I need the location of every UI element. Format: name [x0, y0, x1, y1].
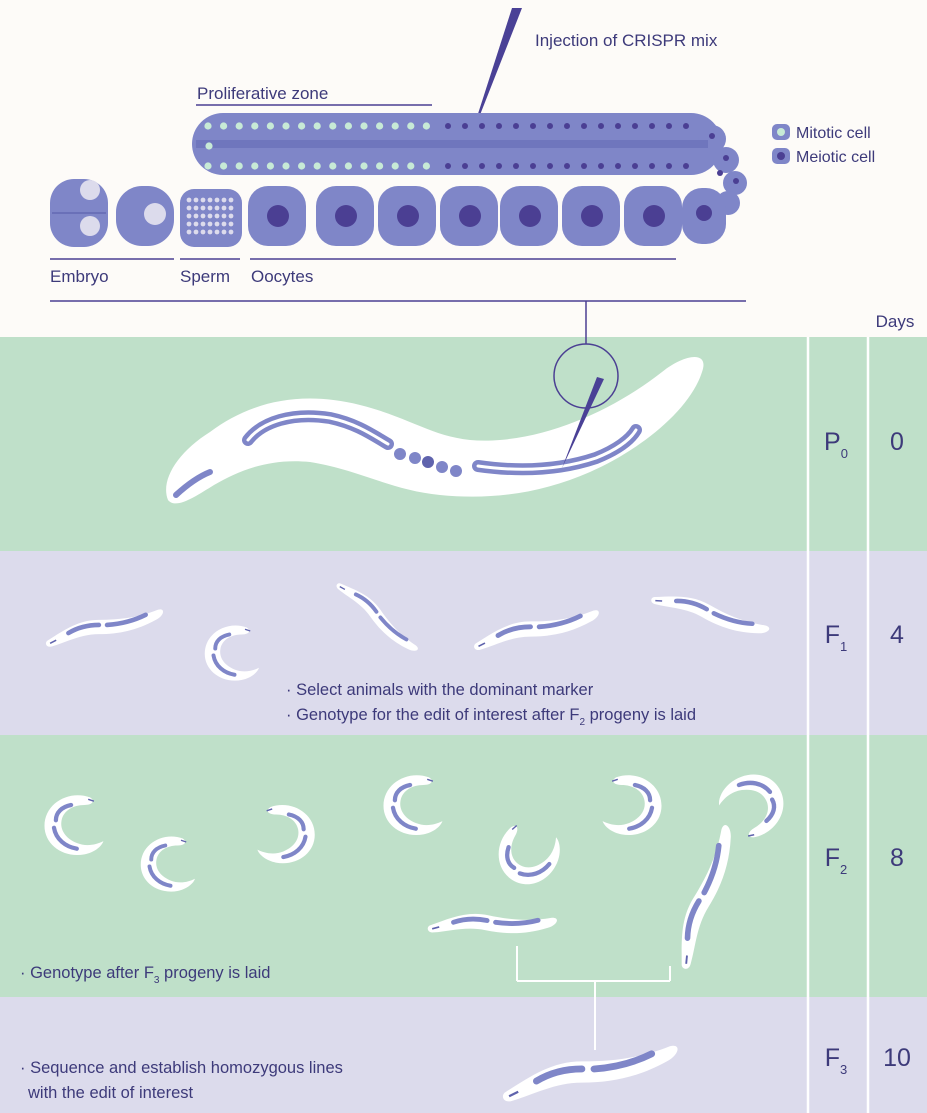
- embryo-label: Embryo: [50, 267, 109, 286]
- days-value-f2: 8: [890, 844, 904, 872]
- f1-note-select: · Select animals with the dominant marke…: [286, 681, 594, 699]
- proliferative-zone-label: Proliferative zone: [197, 84, 328, 103]
- legend-mitotic-label: Mitotic cell: [796, 125, 871, 142]
- days-value-f3: 10: [883, 1044, 911, 1072]
- f3-note-line2: with the edit of interest: [27, 1084, 194, 1102]
- legend-meiotic-label: Meiotic cell: [796, 149, 875, 166]
- sperm-label: Sperm: [180, 267, 230, 286]
- oocyte-cells: [248, 186, 726, 246]
- embryo-cells: [50, 179, 174, 247]
- days-value-p0: 0: [890, 428, 904, 456]
- oocytes-label: Oocytes: [251, 267, 313, 286]
- injection-label: Injection of CRISPR mix: [535, 31, 718, 50]
- sperm-cell: [180, 189, 242, 247]
- legend: Mitotic cell Meiotic cell: [772, 124, 875, 166]
- f2-band: [0, 735, 927, 997]
- days-header: Days: [876, 312, 915, 331]
- f3-note-line1: · Sequence and establish homozygous line…: [20, 1059, 343, 1077]
- days-value-f1: 4: [890, 621, 904, 649]
